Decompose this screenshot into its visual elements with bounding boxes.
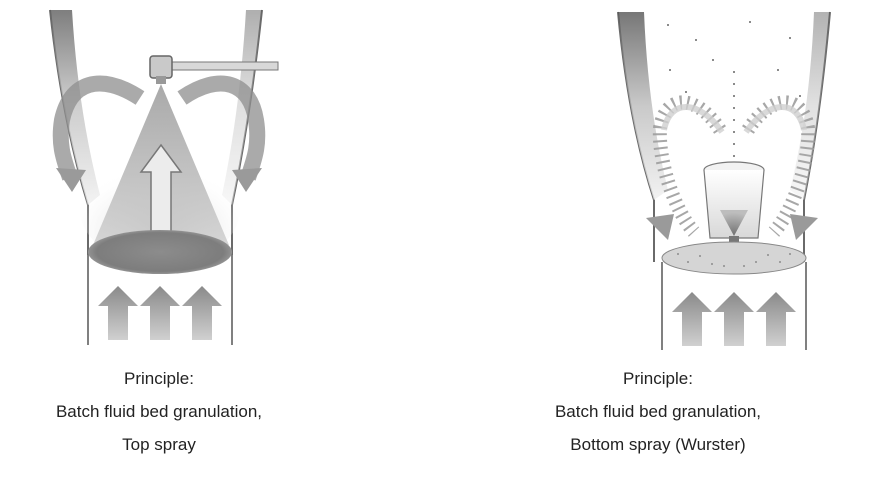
nozzle-tip [156, 76, 166, 84]
spray-pipe [160, 62, 278, 70]
caption-process: Batch fluid bed granulation, [508, 395, 808, 428]
bottom-spray-panel: Principle: Batch fluid bed granulation, … [438, 0, 877, 480]
air-inflow-arrow-icon [672, 292, 712, 346]
bottom-spray-caption: Principle: Batch fluid bed granulation, … [508, 362, 808, 461]
circulation-band-left [664, 107, 722, 132]
top-spray-caption: Principle: Batch fluid bed granulation, … [0, 362, 378, 461]
caption-principle: Principle: [0, 362, 378, 395]
top-spray-panel: Principle: Batch fluid bed granulation, … [0, 0, 438, 480]
caption-principle: Principle: [508, 362, 808, 395]
air-inflow-arrows [672, 292, 796, 346]
air-inflow-arrows [98, 286, 222, 340]
air-inflow-arrow-icon [98, 286, 138, 340]
particle-dots [667, 21, 801, 157]
caption-variant: Bottom spray (Wurster) [508, 428, 808, 461]
wall-shading-left [618, 12, 668, 200]
product-bed [88, 230, 232, 274]
distribution-plate [662, 242, 806, 274]
circulation-band-right [746, 107, 804, 132]
air-inflow-arrow-icon [140, 286, 180, 340]
air-inflow-arrow-icon [756, 292, 796, 346]
spray-nozzle-icon [150, 56, 172, 78]
caption-variant: Top spray [0, 428, 378, 461]
air-inflow-arrow-icon [182, 286, 222, 340]
air-inflow-arrow-icon [714, 292, 754, 346]
top-spray-diagram [0, 0, 438, 360]
circulation-arrowhead-left-icon [646, 214, 674, 240]
caption-process: Batch fluid bed granulation, [0, 395, 378, 428]
bottom-spray-diagram [438, 0, 877, 360]
